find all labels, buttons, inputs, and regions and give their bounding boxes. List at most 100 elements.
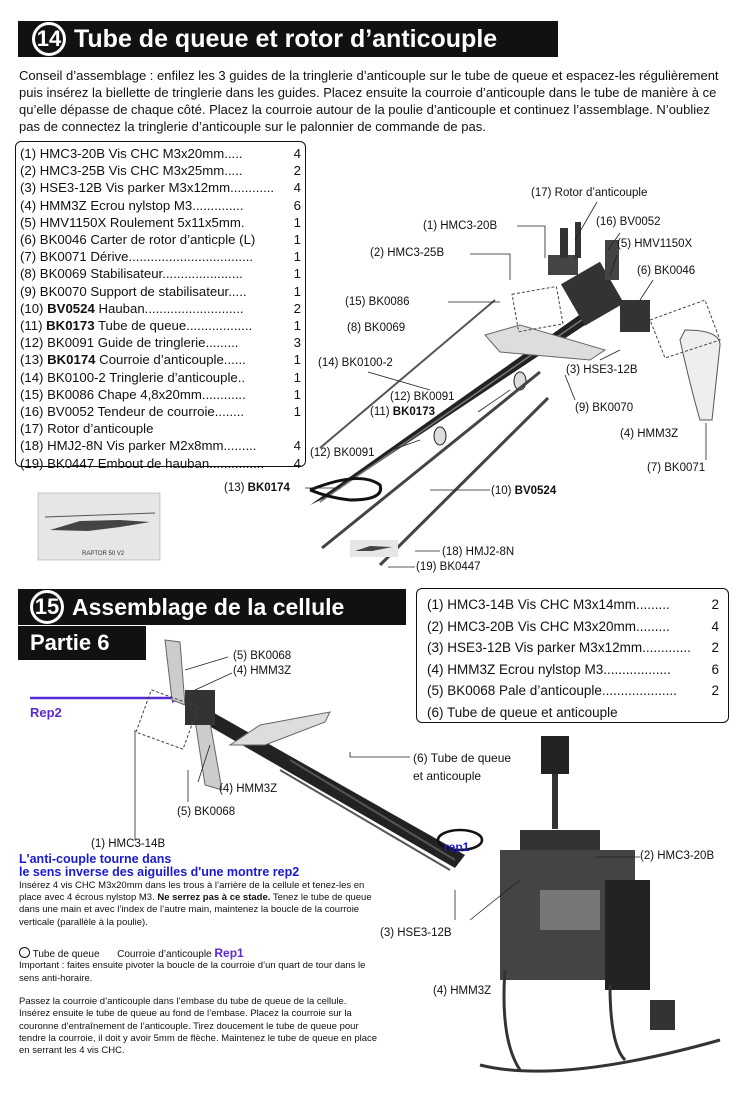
part-qty: 4: [293, 438, 301, 454]
note-blue-line1: L'anti-couple tourne dans: [19, 852, 172, 866]
part-desc: (19) BK0447 Embout de hauban............…: [20, 455, 265, 471]
callout-16: (16) BV0052: [596, 216, 661, 228]
instruction-1c: Tenez le tube de queue dans une main et …: [19, 892, 372, 928]
part-row: (6) BK0046 Carter de rotor d’anticple (L…: [20, 231, 301, 248]
step15-title: Assemblage de la cellule: [72, 593, 345, 620]
part-desc: (4) HMM3Z Ecrou nylstop M3..............…: [427, 661, 671, 677]
strut-2: [378, 396, 550, 567]
instruction-2: Important : faites ensuite pivoter la bo…: [19, 960, 369, 985]
part-qty: 2: [293, 163, 301, 179]
part-row: (19) BK0447 Embout de hauban............…: [20, 455, 301, 472]
part-desc: (15) BK0086 Chape 4,8x20mm............: [20, 386, 246, 402]
part-desc: (18) HMJ2-8N Vis parker M2x8mm.........: [20, 438, 257, 454]
callout-1: (1) HMC3-20B: [423, 220, 498, 232]
part-desc: (6) BK0046 Carter de rotor d’anticple (L…: [20, 232, 256, 248]
callout-12b: (12) BK0091: [310, 447, 375, 459]
callout-12: (12) BK0091: [390, 391, 455, 403]
instruction-2-text: Important : faites ensuite pivoter la bo…: [19, 960, 366, 984]
s15-callout-4a: (4) HMM3Z: [233, 665, 292, 677]
linkage-rod: [319, 299, 496, 449]
step14-advice: Conseil d’assemblage : enfilez les 3 gui…: [19, 68, 719, 134]
part-row: (10) BV0524 Hauban......................…: [20, 300, 301, 317]
callout-8: (8) BK0069: [347, 322, 406, 334]
part-row: (8) BK0069 Stabilisateur................…: [20, 265, 301, 282]
part-qty: 4: [293, 455, 301, 471]
callout-5: (5) HMV1150X: [617, 238, 693, 250]
callout-3: (3) HSE3-12B: [566, 364, 638, 376]
instruction-3: Passez la courroie d’anticouple dans l’e…: [19, 996, 378, 1057]
part-row: (1) HMC3-20B Vis CHC M3x20mm.....4: [20, 145, 301, 162]
part-row: (18) HMJ2-8N Vis parker M2x8mm......... 4: [20, 437, 301, 454]
callout-10: (10) BV0524: [491, 485, 556, 497]
belt-legend: Tube de queue Courroie d’anticouple Rep1: [19, 946, 244, 960]
part-qty: 1: [293, 214, 301, 230]
callout-15: (15) BK0086: [345, 296, 410, 308]
part-desc: (16) BV0052 Tendeur de courroie........: [20, 404, 245, 420]
tail-rotor-housing: [548, 222, 650, 332]
part-row: (6) Tube de queue et anticouple: [427, 702, 719, 724]
callout-19: (19) BK0447: [416, 561, 481, 573]
part-desc: (6) Tube de queue et anticouple: [427, 704, 618, 720]
s15-callout-5a: (5) BK0068: [233, 650, 292, 662]
tail-blade-upper: [164, 639, 186, 706]
part-desc: (13) BK0174 Courroie d’anticouple......: [20, 352, 246, 368]
part-qty: 4: [711, 618, 719, 634]
legend-tube-label: Tube de queue: [32, 949, 100, 960]
callout-4: (4) HMM3Z: [620, 428, 679, 440]
note-blue-line2: le sens inverse des aiguilles d'une mont…: [19, 865, 300, 879]
heli-photo-thumbnail: RAPTOR 50 V2: [37, 492, 161, 561]
callout-6: (6) BK0046: [637, 265, 696, 277]
part-desc: (4) HMM3Z Ecrou nylstop M3..............: [20, 197, 244, 213]
heli-thumbnail-2: [350, 540, 398, 557]
part-row: (11) BK0173 Tube de queue...............…: [20, 317, 301, 334]
horizontal-stabilizer: [484, 324, 607, 361]
callout-7: (7) BK0071: [647, 462, 706, 474]
part-qty: 1: [293, 318, 301, 334]
callout-10-code: BV0524: [514, 485, 557, 497]
callout-11: (11) BK0173: [370, 406, 435, 418]
step14-number: 14: [32, 22, 66, 56]
part-row: (7) BK0071 Dérive.......................…: [20, 248, 301, 265]
part-qty: 1: [293, 352, 301, 368]
s15-callout-5b: (5) BK0068: [177, 806, 236, 818]
part-row: (14) BK0100-2 Tringlerie d’anticouple..1: [20, 369, 301, 386]
part-qty: 1: [293, 283, 301, 299]
s15-callout-2: (2) HMC3-20B: [640, 850, 715, 862]
callout-13: (13) BK0174: [224, 482, 290, 494]
step15-number: 15: [30, 590, 64, 624]
s15-callout-4c: (4) HMM3Z: [433, 985, 492, 997]
part-desc: (8) BK0069 Stabilisateur................…: [20, 266, 243, 282]
step15-subtitle: Partie 6: [18, 626, 146, 660]
callout-13-code: BK0174: [247, 482, 290, 494]
part-qty: 1: [293, 386, 301, 402]
rep2-label: Rep2: [30, 705, 62, 720]
part-qty: 6: [711, 661, 719, 677]
part-qty: 2: [711, 640, 719, 655]
step15-subtitle-text: Partie 6: [30, 630, 110, 655]
callout-11-prefix: (11): [370, 406, 393, 418]
instruction-1a: Insérez 4 vis CHC M3x20mm dans les trous…: [19, 880, 365, 904]
part-qty: 3: [293, 335, 301, 351]
part-row: (16) BV0052 Tendeur de courroie........1: [20, 403, 301, 420]
vertical-fin: [679, 329, 721, 421]
part-row: (2) HMC3-20B Vis CHC M3x20mm.........4: [427, 616, 719, 638]
part-row: (4) HMM3Z Ecrou nylstop M3..............…: [427, 659, 719, 681]
callout-9: (9) BK0070: [575, 402, 634, 414]
part-qty: 2: [711, 683, 719, 698]
part-row: (3) HSE3-12B Vis parker M3x12mm.........…: [427, 637, 719, 659]
part-desc: (1) HMC3-20B Vis CHC M3x20mm.....: [20, 146, 243, 161]
part-row: (12) BK0091 Guide de tringlerie.........…: [20, 334, 301, 351]
s15-callout-3: (3) HSE3-12B: [380, 927, 452, 939]
part-desc: (9) BK0070 Support de stabilisateur.....: [20, 283, 247, 299]
part-desc: (10) BV0524 Hauban......................…: [20, 300, 244, 316]
step15-parts-list: (1) HMC3-14B Vis CHC M3x14mm......... 2 (2…: [416, 588, 729, 723]
part-desc: (5) BK0068 Pale d’anticouple............…: [427, 683, 677, 698]
part-desc: (14) BK0100-2 Tringlerie d’anticouple..: [20, 369, 246, 385]
step14-title: Tube de queue et rotor d’anticouple: [74, 24, 498, 53]
part-desc: (1) HMC3-14B Vis CHC M3x14mm.........: [427, 597, 670, 612]
svg-text:RAPTOR 50 V2: RAPTOR 50 V2: [82, 551, 125, 557]
legend-circle-1: [19, 947, 30, 958]
part-desc: (12) BK0091 Guide de tringlerie.........: [20, 335, 239, 351]
legend-rep1: Rep1: [214, 946, 244, 960]
